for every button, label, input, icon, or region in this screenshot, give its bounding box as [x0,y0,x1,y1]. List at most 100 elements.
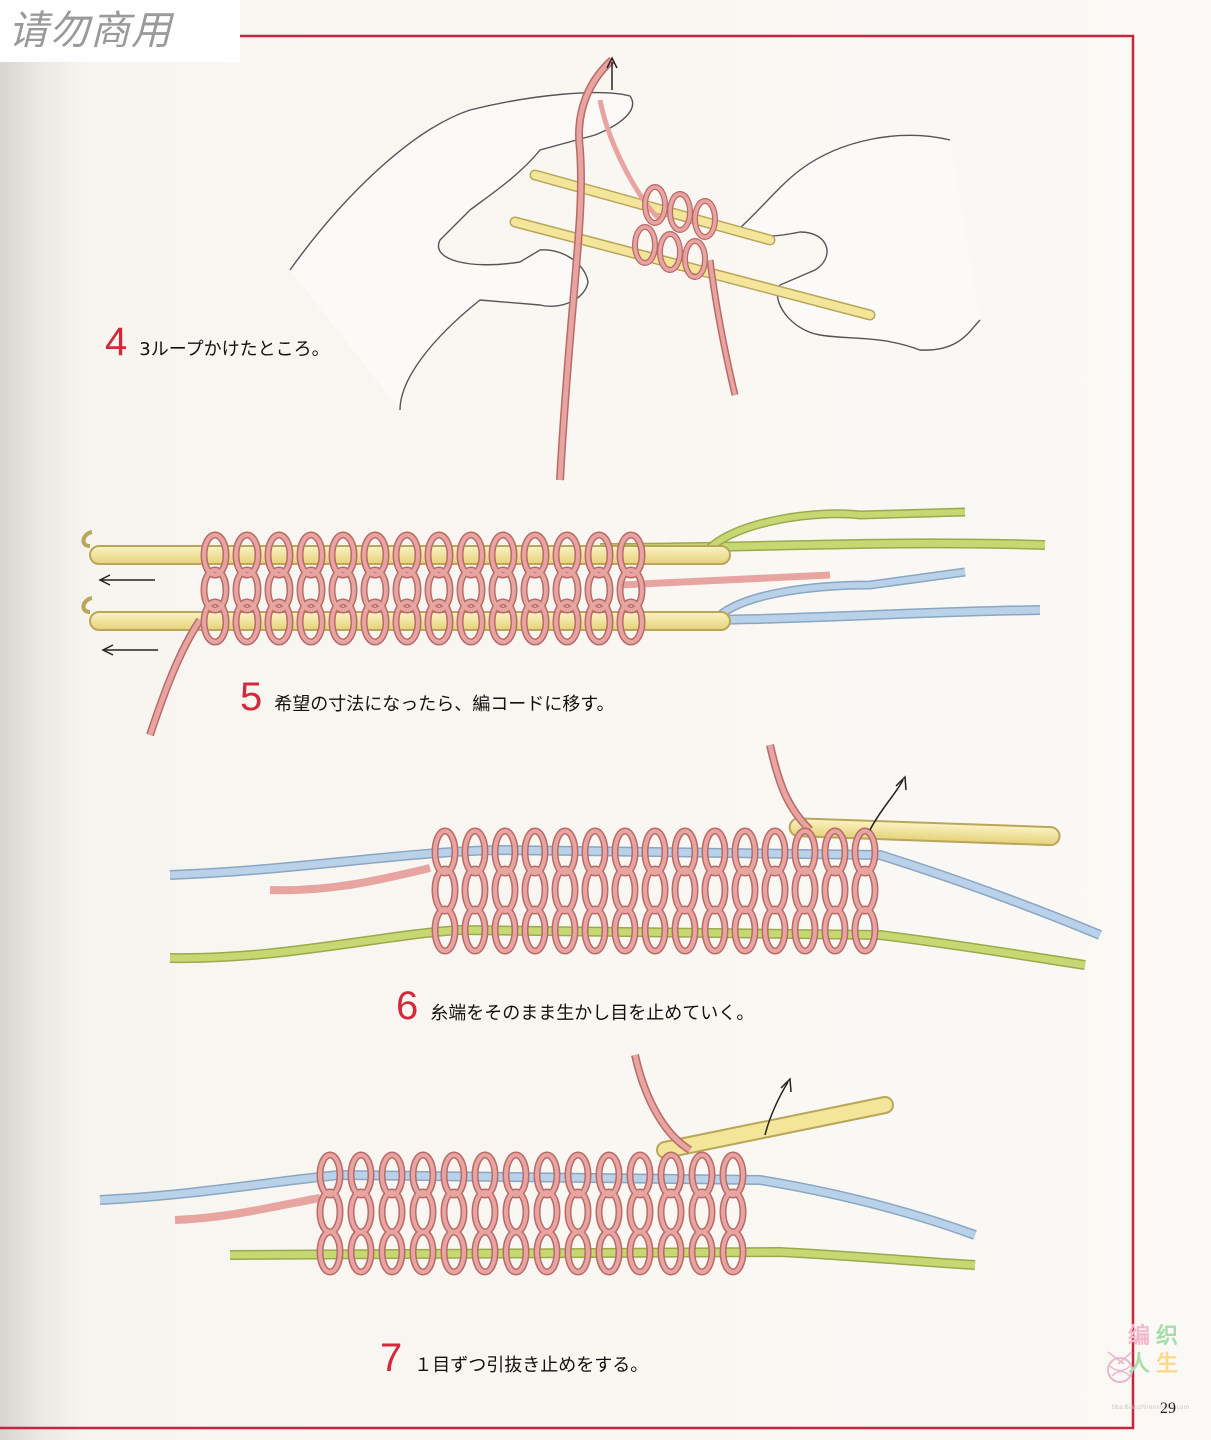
stitch-loop [490,568,516,612]
stitch-loop [349,1153,373,1197]
stitch-loop [394,600,420,644]
stitch-loop [234,533,260,577]
stitch-loop [463,829,487,875]
stitch-loop [234,568,260,612]
stitch-loop [298,600,324,644]
stitch-loop [473,1230,497,1274]
stitch-loop [583,829,607,875]
stitch-loop [493,829,517,875]
stitch-loop [721,1153,745,1197]
stitch-loop [853,907,877,953]
stitch-loop [426,568,452,612]
stitch-loop [298,568,324,612]
stitch-loop [618,568,644,612]
stitch-loop [628,1153,652,1197]
stitch-loop [554,533,580,577]
step7-illustration [99,1054,977,1276]
stitch-loop [433,829,457,875]
stitch-loop [442,1230,466,1274]
stitch-loop [330,568,356,612]
watermark-char: 编 [1128,1324,1151,1349]
stitch-loop [613,907,637,953]
watermark-char: 人 [1128,1352,1151,1377]
stitch-loop [266,568,292,612]
page-number: 29 [1160,1400,1176,1417]
stitch-loop [202,568,228,612]
stitch-loop [318,1230,342,1274]
stitch-loop [554,600,580,644]
stitch-loop [628,1230,652,1274]
stitch-loop [362,600,388,644]
watermark-char: 织 [1156,1324,1179,1349]
stitch-loop [597,1230,621,1274]
step-4-caption: 4 3ループかけたところ。 [105,322,330,362]
stitch-loop [458,533,484,577]
stitch-loop [613,829,637,875]
stitch-loop [823,907,847,953]
stitch-loop [703,829,727,875]
stitch-loop [266,533,292,577]
step5-illustration [81,507,1046,737]
stitch-loop [298,533,324,577]
upward-arrow-icon [869,775,907,831]
stitch-loop [380,1230,404,1274]
stitch-loop [763,829,787,875]
stitch-loop [394,568,420,612]
stitch-loop [411,1153,435,1197]
stitch-loop [362,568,388,612]
stitch-loop [490,600,516,644]
step-5-caption: 5 希望の寸法になったら、編コードに移す。 [240,677,614,717]
stitch-loop [793,907,817,953]
stitch-loop [504,1230,528,1274]
stitch-loop [442,1153,466,1197]
stitch-loop [793,829,817,875]
stitch-loop [318,1153,342,1197]
site-watermark: 编 织 人 生 [1107,1318,1190,1398]
stitch-loop [330,600,356,644]
stitch-loop [349,1230,373,1274]
stitch-loop [690,1153,714,1197]
stitch-loop [202,600,228,644]
stitch-loop [643,907,667,953]
step-text: 糸端をそのまま生かし目を止めていく。 [430,1003,755,1024]
stitch-loop [553,907,577,953]
stitch-loop [426,600,452,644]
stitch-loop [490,533,516,577]
stitch-loop [618,600,644,644]
stitch-loop [535,1153,559,1197]
stitch-loop [853,829,877,875]
stitch-loop [618,533,644,577]
left-hand-illustration [289,91,634,411]
stitch-loop [586,600,612,644]
stitch-loop [458,568,484,612]
stitch-loop [433,907,457,953]
stitch-loop [733,907,757,953]
step-number: 6 [396,984,419,1028]
stitch-loop [535,1230,559,1274]
watermark-char: 生 [1156,1352,1179,1377]
stitch-loop [330,533,356,577]
stitch-loop [733,829,757,875]
stitch-loop [426,533,452,577]
stitch-loop [763,907,787,953]
stitch-loop [643,829,667,875]
stitch-loop [522,533,548,577]
step-7-caption: 7 １目ずつ引抜き止めをする。 [380,1338,648,1378]
stitch-loop [380,1153,404,1197]
stitch-loop [266,600,292,644]
watermark-url: bbs.Bianzhirensheng.com [1112,1404,1190,1411]
stitch-loop [411,1230,435,1274]
left-arrow-icon [98,574,158,656]
upward-arrow-icon [764,1077,792,1136]
stitch-loop [597,1153,621,1197]
stitch-loop [659,1230,683,1274]
yarn-icon [1107,1351,1133,1383]
stitch-loop [523,907,547,953]
stitch-loop [566,1153,590,1197]
stitch-loop [234,600,260,644]
stitch-loop [673,829,697,875]
stitch-loop [586,568,612,612]
step4-illustration [289,56,981,481]
stitch-loop [523,829,547,875]
stitch-loop [554,568,580,612]
